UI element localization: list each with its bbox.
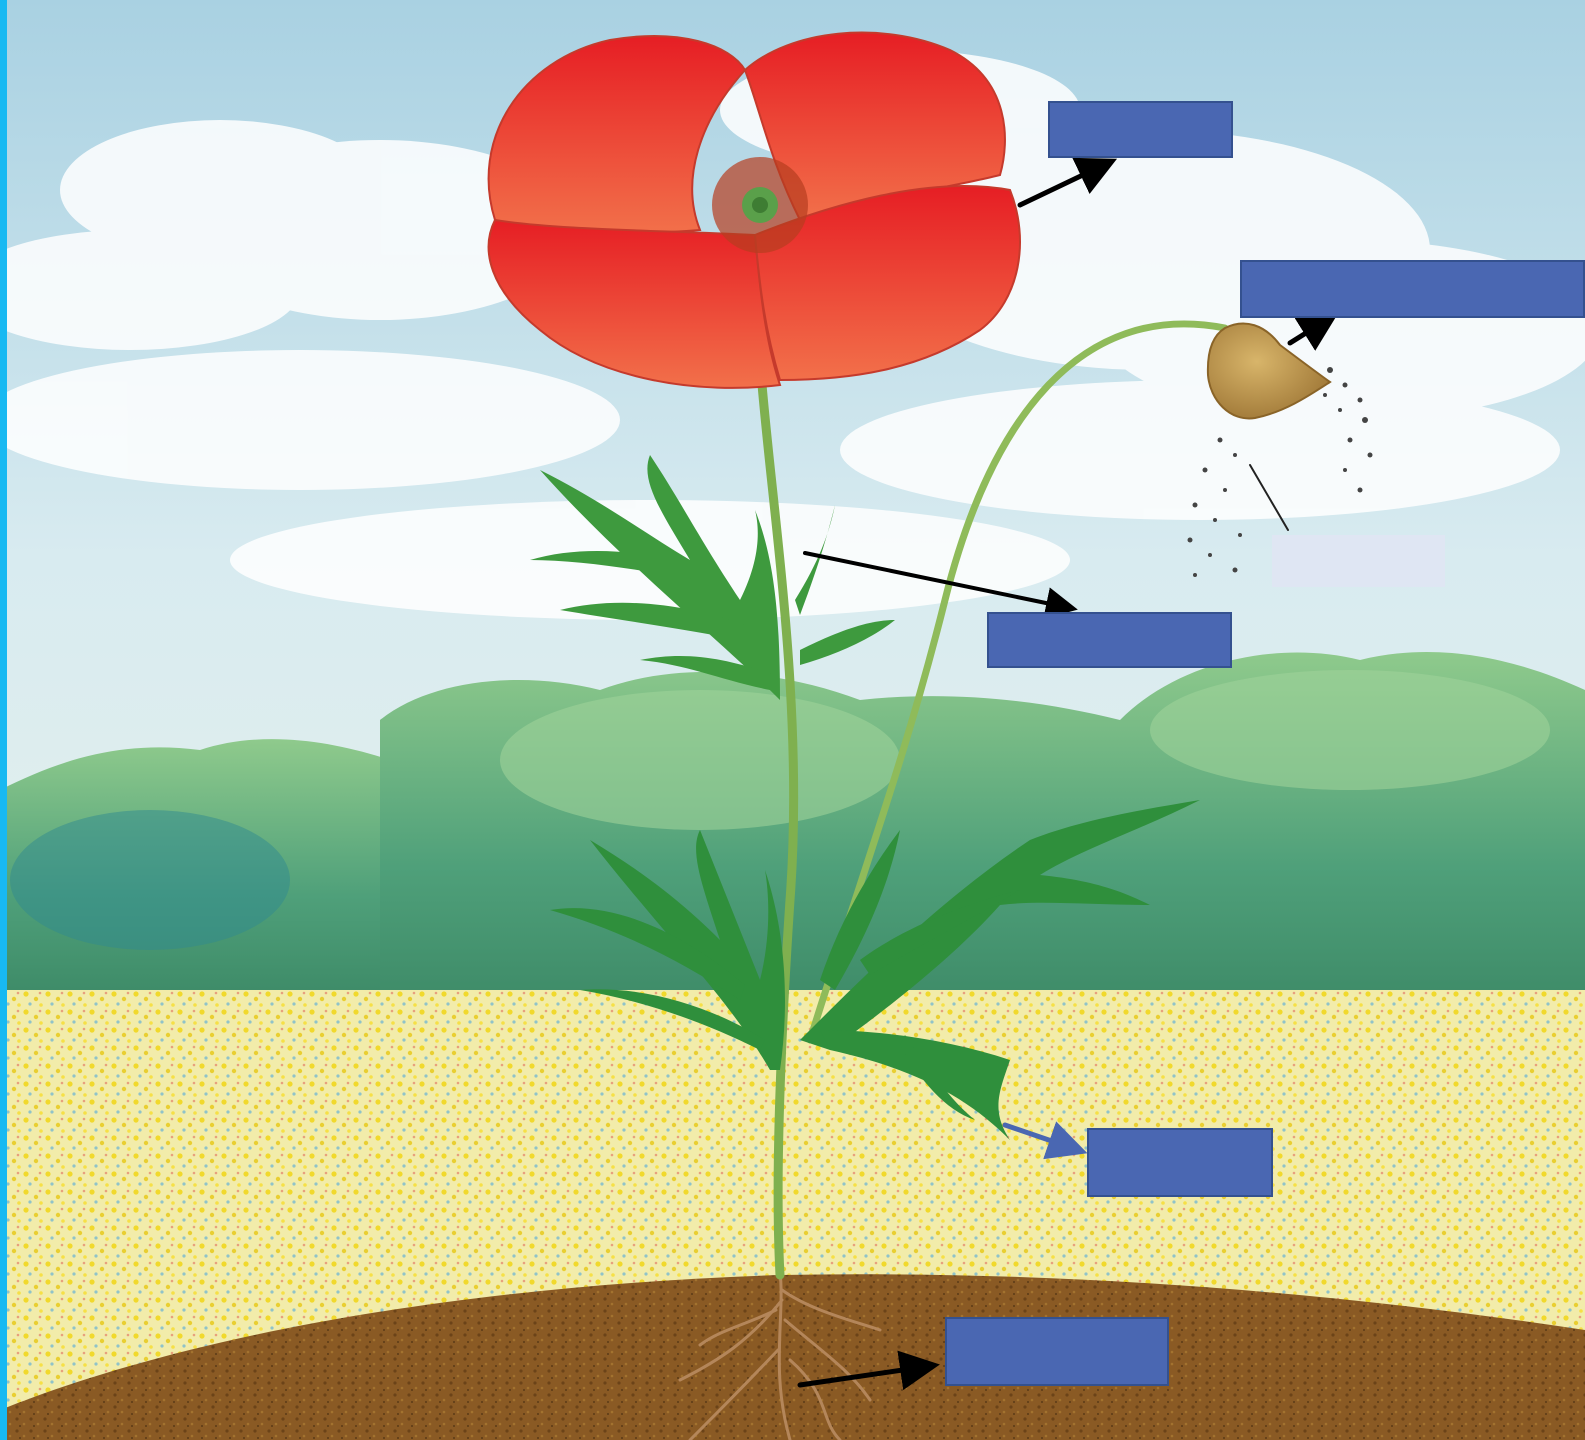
stem-label-box[interactable] (987, 612, 1232, 668)
flower-label-box[interactable] (1048, 101, 1233, 158)
leaf-label-box[interactable] (1087, 1128, 1273, 1197)
seed-capsule-label-box[interactable] (1240, 260, 1585, 318)
poppy-flower (489, 33, 1020, 388)
root-label-box[interactable] (945, 1317, 1169, 1386)
seeds-label-box[interactable] (1272, 535, 1445, 587)
left-border (0, 0, 7, 1440)
